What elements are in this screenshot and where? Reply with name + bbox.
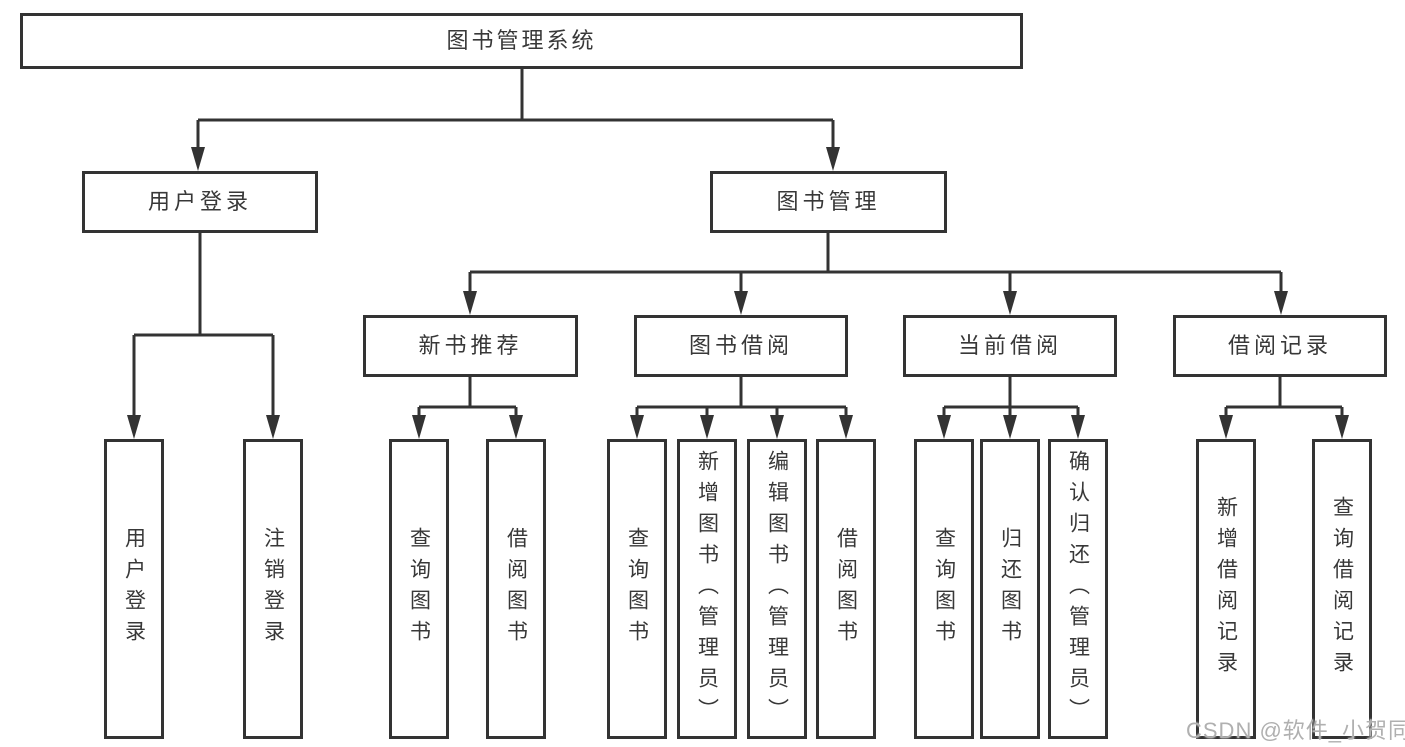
connector-new-book-recommendation-branch xyxy=(412,377,523,439)
leaf-return-books: 归还图书 xyxy=(980,439,1040,739)
node-current-borrowing: 当前借阅 xyxy=(903,315,1117,377)
leaf-current-query-books: 查询图书 xyxy=(914,439,974,739)
connector-current-borrowing-branch xyxy=(937,377,1085,439)
node-user-login: 用户登录 xyxy=(82,171,318,233)
connector-user-login-branch xyxy=(127,233,280,439)
leaf-logout-login: 注销登录 xyxy=(243,439,303,739)
leaf-user-login: 用户登录 xyxy=(104,439,164,739)
connector-borrowing-records-branch xyxy=(1219,377,1349,439)
leaf-edit-books-admin: 编辑图书（管理员） xyxy=(747,439,807,739)
leaf-recommend-query-books: 查询图书 xyxy=(389,439,449,739)
leaf-borrowing-borrow-books: 借阅图书 xyxy=(816,439,876,739)
leaf-query-borrow-record: 查询借阅记录 xyxy=(1312,439,1372,739)
leaf-confirm-return-admin: 确认归还（管理员） xyxy=(1048,439,1108,739)
node-book-management: 图书管理 xyxy=(710,171,947,233)
leaf-add-books-admin: 新增图书（管理员） xyxy=(677,439,737,739)
connector-root-to-level2 xyxy=(191,69,840,171)
node-library-management-system: 图书管理系统 xyxy=(20,13,1023,69)
leaf-borrowing-query-books: 查询图书 xyxy=(607,439,667,739)
connector-book-borrowing-branch xyxy=(630,377,853,439)
node-borrowing-records: 借阅记录 xyxy=(1173,315,1387,377)
watermark-text: CSDN @软件_小贺同学 xyxy=(1186,718,1405,743)
leaf-add-borrow-record: 新增借阅记录 xyxy=(1196,439,1256,739)
connector-book-management-branch xyxy=(463,233,1288,315)
node-new-book-recommendation: 新书推荐 xyxy=(363,315,578,377)
leaf-recommend-borrow-books: 借阅图书 xyxy=(486,439,546,739)
node-book-borrowing: 图书借阅 xyxy=(634,315,848,377)
